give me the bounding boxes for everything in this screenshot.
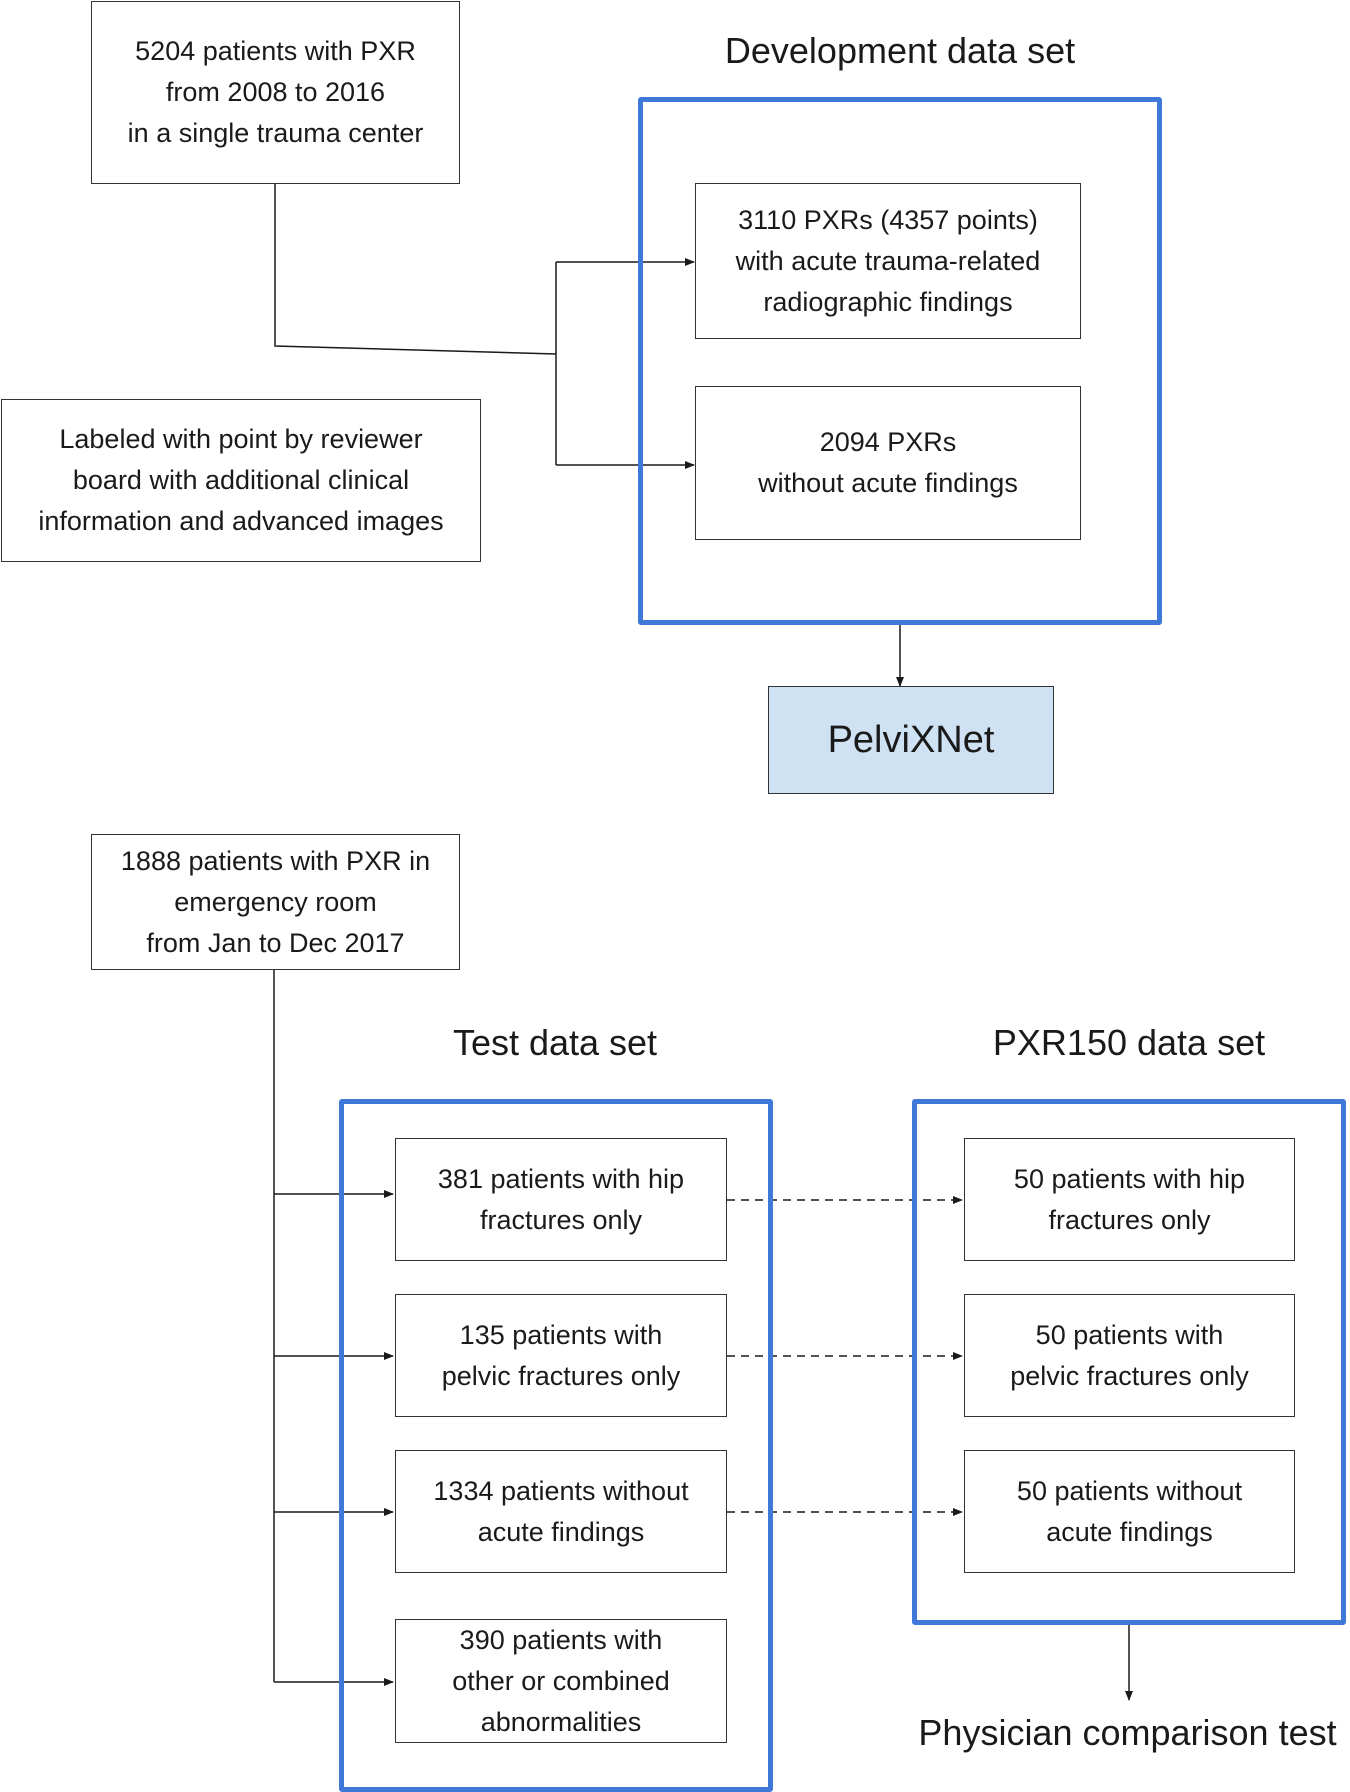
test-frame xyxy=(339,1099,773,1792)
test-heading: Test data set xyxy=(452,1022,658,1063)
positive-findings-box: 3110 PXRs (4357 points) with acute traum… xyxy=(695,183,1081,339)
test-box-pelvic-text: 135 patients with pelvic fractures only xyxy=(441,1319,681,1391)
development-frame xyxy=(638,97,1162,625)
test-box-pelvic: 135 patients with pelvic fractures only xyxy=(395,1294,727,1417)
pxr150-box-no-findings: 50 patients without acute findings xyxy=(964,1450,1295,1573)
source-to-branch-line xyxy=(274,184,557,355)
test-box-no-findings: 1334 patients without acute findings xyxy=(395,1450,727,1573)
test-box-hip-text: 381 patients with hip fractures only xyxy=(437,1163,685,1235)
pxr150-box-pelvic: 50 patients with pelvic fractures only xyxy=(964,1294,1295,1417)
test-source-box: 1888 patients with PXR in emergency room… xyxy=(91,834,460,970)
model-text: PelviXNet xyxy=(827,718,995,761)
pxr150-box-no-findings-text: 50 patients without acute findings xyxy=(1016,1475,1243,1547)
pxr150-box-hip: 50 patients with hip fractures only xyxy=(964,1138,1295,1261)
test-box-no-findings-text: 1334 patients without acute findings xyxy=(433,1475,689,1547)
pxr150-frame xyxy=(912,1099,1346,1625)
model-box: PelviXNet xyxy=(768,686,1054,794)
positive-findings-text: 3110 PXRs (4357 points) with acute traum… xyxy=(735,204,1041,317)
pxr150-box-hip-text: 50 patients with hip fractures only xyxy=(1013,1163,1246,1235)
negative-findings-text: 2094 PXRs without acute findings xyxy=(758,427,1018,498)
labeling-box: Labeled with point by reviewer board wit… xyxy=(1,399,481,562)
physician-test-label: Physician comparison test xyxy=(918,1712,1337,1753)
test-box-other: 390 patients with other or combined abno… xyxy=(395,1619,727,1743)
test-box-hip: 381 patients with hip fractures only xyxy=(395,1138,727,1261)
pxr150-heading: PXR150 data set xyxy=(992,1022,1266,1063)
negative-findings-box: 2094 PXRs without acute findings xyxy=(695,386,1081,540)
development-source-text: 5204 patients with PXR from 2008 to 2016… xyxy=(127,36,424,148)
test-box-other-text: 390 patients with other or combined abno… xyxy=(452,1624,670,1737)
development-source-box: 5204 patients with PXR from 2008 to 2016… xyxy=(91,1,460,184)
development-heading: Development data set xyxy=(724,30,1076,71)
test-source-text: 1888 patients with PXR in emergency room… xyxy=(120,845,431,958)
labeling-text: Labeled with point by reviewer board wit… xyxy=(38,424,444,536)
pxr150-box-pelvic-text: 50 patients with pelvic fractures only xyxy=(1010,1319,1249,1391)
